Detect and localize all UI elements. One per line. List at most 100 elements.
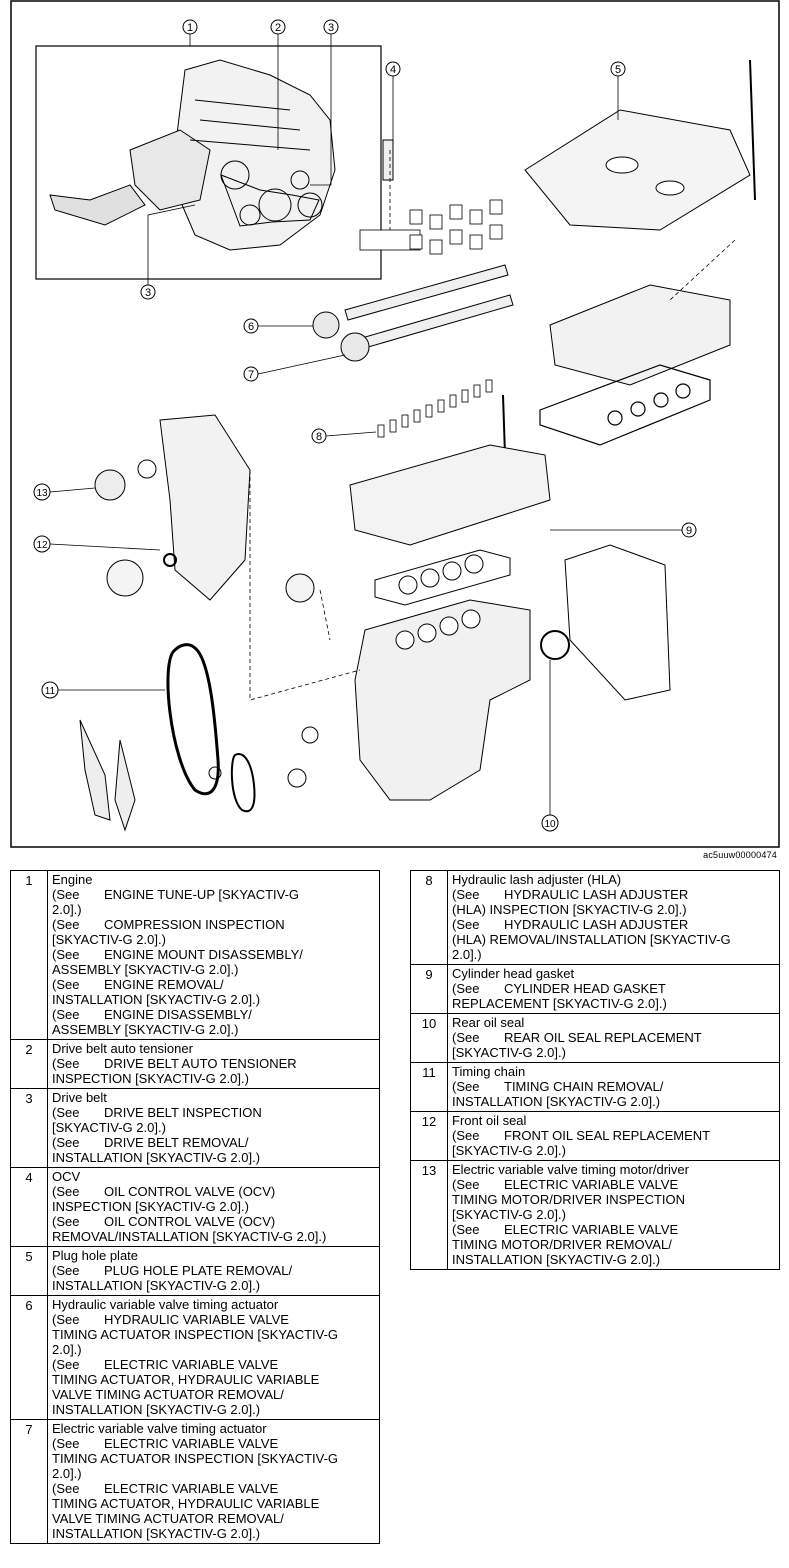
- description-text: INSTALLATION [SKYACTIV-G 2.0].): [52, 1150, 261, 1165]
- front-oil-seal-illustration: [163, 553, 177, 567]
- item-number: 10: [410, 1013, 448, 1063]
- see-label: (See: [52, 947, 80, 962]
- description-text: TIMING MOTOR/DRIVER INSPECTION: [452, 1192, 686, 1207]
- description-text: DRIVE BELT AUTO TENSIONER: [104, 1056, 297, 1071]
- description-text: (HLA) INSPECTION [SKYACTIV-G 2.0].): [452, 902, 687, 917]
- description-line: INSTALLATION [SKYACTIV-G 2.0].): [52, 1402, 375, 1417]
- description-line: REPLACEMENT [SKYACTIV-G 2.0].): [452, 996, 775, 1011]
- callout-13: 13: [33, 483, 51, 501]
- see-label: (See: [52, 1056, 80, 1071]
- description-text: INSTALLATION [SKYACTIV-G 2.0].): [52, 1278, 261, 1293]
- item-number: 12: [410, 1111, 448, 1161]
- see-label: (See: [452, 1128, 480, 1143]
- see-label: (See: [52, 1312, 80, 1327]
- description-text: ENGINE MOUNT DISASSEMBLY/: [104, 947, 303, 962]
- description-line: TIMING MOTOR/DRIVER INSPECTION: [452, 1192, 775, 1207]
- description-line: VALVE TIMING ACTUATOR REMOVAL/: [52, 1511, 375, 1526]
- see-label: (See: [452, 887, 480, 902]
- see-label: (See: [52, 1357, 80, 1372]
- item-number: 8: [410, 870, 448, 965]
- description-text: INSPECTION [SKYACTIV-G 2.0].): [52, 1071, 249, 1086]
- description-text: TIMING ACTUATOR, HYDRAULIC VARIABLE: [52, 1372, 320, 1387]
- engine-exploded-view-diagram: 1 2 3 3 4 5 6 7 8 9 10 11 12 13: [10, 0, 780, 848]
- cylinder-head-cover-illustration: [549, 284, 731, 386]
- callout-6: 6: [243, 318, 259, 334]
- see-label: (See: [52, 1105, 80, 1120]
- description-text: 2.0].): [52, 1466, 82, 1481]
- item-number: 13: [410, 1160, 448, 1270]
- see-label: (See: [52, 1263, 80, 1278]
- description-text: (HLA) REMOVAL/INSTALLATION [SKYACTIV-G: [452, 932, 731, 947]
- item-number: 5: [10, 1246, 48, 1296]
- description-line: (See DRIVE BELT AUTO TENSIONER: [52, 1056, 375, 1071]
- see-label: (See: [52, 1481, 80, 1496]
- callout-5: 5: [610, 61, 626, 77]
- description-line: INSPECTION [SKYACTIV-G 2.0].): [52, 1071, 375, 1086]
- description-line: OCV: [52, 1169, 375, 1184]
- svg-text:6: 6: [248, 321, 254, 333]
- description-text: Hydraulic variable valve timing actuator: [52, 1297, 279, 1312]
- timing-chain-illustration: [166, 643, 220, 796]
- see-label: (See: [452, 1079, 480, 1094]
- description-line: TIMING ACTUATOR INSPECTION [SKYACTIV-G: [52, 1451, 375, 1466]
- description-text: REMOVAL/INSTALLATION [SKYACTIV-G 2.0].): [52, 1229, 327, 1244]
- description-text: FRONT OIL SEAL REPLACEMENT: [504, 1128, 711, 1143]
- callout-12: 12: [33, 535, 51, 553]
- item-number: 4: [10, 1167, 48, 1247]
- callout-4: 4: [385, 61, 401, 77]
- description-line: ASSEMBLY [SKYACTIV-G 2.0].): [52, 962, 375, 977]
- figure-code: ac5uuw00000474: [703, 850, 777, 860]
- description-text: OIL CONTROL VALVE (OCV): [104, 1214, 276, 1229]
- description-line: Hydraulic variable valve timing actuator: [52, 1297, 375, 1312]
- svg-text:3: 3: [145, 287, 151, 299]
- cylinder-head-illustration: [349, 444, 551, 546]
- description-line: Drive belt: [52, 1090, 375, 1105]
- description-text: ELECTRIC VARIABLE VALVE: [504, 1222, 679, 1237]
- see-label: (See: [52, 1007, 80, 1022]
- item-number: 3: [10, 1088, 48, 1168]
- callout-8: 8: [311, 428, 327, 444]
- description-text: ASSEMBLY [SKYACTIV-G 2.0].): [52, 1022, 239, 1037]
- svg-text:4: 4: [390, 64, 396, 76]
- callout-10: 10: [541, 814, 559, 832]
- description-text: Plug hole plate: [52, 1248, 139, 1263]
- item-number: 2: [10, 1039, 48, 1089]
- description-line: [SKYACTIV-G 2.0].): [52, 932, 375, 947]
- svg-text:9: 9: [686, 525, 692, 537]
- description-text: INSTALLATION [SKYACTIV-G 2.0].): [52, 1526, 261, 1541]
- description-line: Timing chain: [452, 1064, 775, 1079]
- callout-9: 9: [681, 522, 697, 538]
- description-line: 2.0].): [52, 1466, 375, 1481]
- item-description: Electric variable valve timing actuator(…: [47, 1419, 380, 1544]
- description-line: REMOVAL/INSTALLATION [SKYACTIV-G 2.0].): [52, 1229, 375, 1244]
- see-label: (See: [52, 1436, 80, 1451]
- description-text: TIMING ACTUATOR INSPECTION [SKYACTIV-G: [52, 1327, 339, 1342]
- callout-2: 2: [270, 19, 286, 35]
- description-line: VALVE TIMING ACTUATOR REMOVAL/: [52, 1387, 375, 1402]
- callout-1: 1: [182, 19, 198, 35]
- description-text: INSTALLATION [SKYACTIV-G 2.0].): [52, 1402, 261, 1417]
